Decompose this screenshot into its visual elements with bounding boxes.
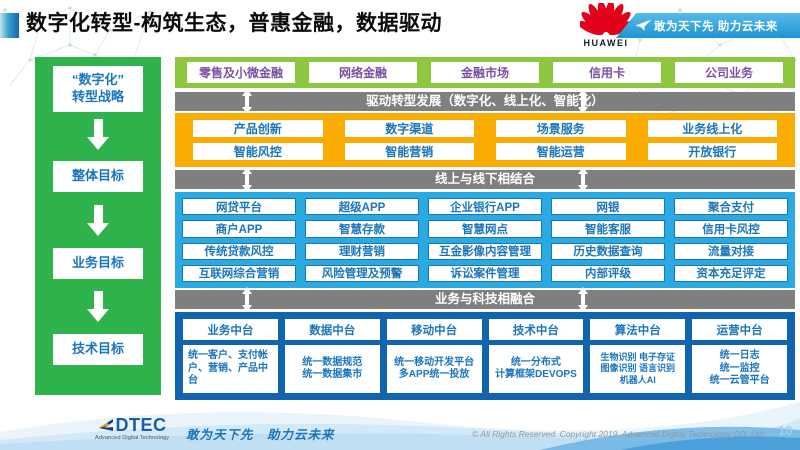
business-line-box: 信用卡 (553, 62, 661, 83)
down-arrow-icon (87, 119, 109, 150)
flow-step-strategy: “数字化” 转型战略 (53, 66, 143, 112)
diagram-main: 零售及小微金融 网络金融 金融市场 信用卡 公司业务 驱动转型发展（数字化、线上… (175, 57, 795, 400)
application-box: 互金影像内容管理 (428, 242, 542, 260)
section-bar-label: 驱动转型发展（数字化、线上化、智能化） (366, 94, 604, 108)
platform-column: 技术中台 统一分布式 计算框架DEVOPS (488, 319, 584, 393)
platform-grid: 业务中台 统一客户、支付帐户、营销、产品中台 数据中台 统一数据规范 统一数据集… (175, 312, 795, 400)
capability-box: 智能风控 (193, 143, 323, 160)
platform-detail: 统一分布式 计算框架DEVOPS (488, 345, 584, 393)
updown-arrow-icon (578, 167, 588, 192)
wave-decoration (0, 402, 800, 450)
application-box: 风险管理及预警 (305, 264, 419, 282)
capability-box: 产品创新 (193, 120, 323, 137)
application-box: 资本充足评定 (674, 264, 788, 282)
application-box: 网银 (551, 198, 665, 216)
platform-detail: 生物识别 电子存证 图像识别 语言识别 机器人AI (590, 345, 686, 393)
updown-arrow-icon (242, 89, 252, 114)
platform-title: 算法中台 (590, 319, 686, 340)
page-title: 数字化转型-构筑生态，普惠金融，数据驱动 (26, 12, 442, 35)
platform-column: 移动中台 统一移动开发平台 多APP统一投放 (386, 319, 482, 393)
section-bar-label: 线上与线下相结合 (434, 172, 535, 186)
application-box: 内部评级 (551, 264, 665, 282)
platform-column: 业务中台 统一客户、支付帐户、营销、产品中台 (183, 319, 278, 393)
platform-title: 技术中台 (488, 319, 584, 340)
adtec-logo: DTEC Advanced Digital Technology (86, 415, 178, 441)
application-box: 互联网综合营销 (182, 264, 296, 282)
application-box: 智慧网点 (428, 220, 542, 238)
section-bar-label: 业务与科技相融合 (434, 292, 535, 306)
adtec-wordmark: DTEC (115, 415, 167, 435)
application-box: 智慧存款 (305, 220, 419, 238)
application-box: 流量对接 (674, 242, 788, 260)
application-box: 聚合支付 (674, 198, 788, 216)
capability-box: 智能营销 (344, 143, 474, 160)
application-box: 企业银行APP (428, 198, 542, 216)
platform-title: 运营中台 (692, 319, 787, 340)
business-line-box: 零售及小微金融 (187, 62, 295, 83)
application-box: 商户APP (182, 220, 296, 238)
capability-box: 数字渠道 (344, 120, 474, 137)
platform-title: 业务中台 (183, 319, 278, 340)
capability-grid: 产品创新 数字渠道 场景服务 业务线上化 智能风控 智能营销 智能运营 开放银行 (175, 113, 795, 167)
paper-plane-icon (635, 19, 652, 31)
business-line-box: 金融市场 (431, 62, 539, 83)
section-bar-online-offline: 线上与线下相结合 (175, 167, 795, 192)
business-lines-row: 零售及小微金融 网络金融 金融市场 信用卡 公司业务 (175, 57, 795, 88)
page-number: 10 (778, 423, 793, 438)
updown-arrow-icon (578, 89, 588, 114)
updown-arrow-icon (242, 167, 252, 192)
application-box: 网贷平台 (182, 198, 296, 216)
platform-detail: 统一日志 统一监控 统一云管平台 (692, 345, 787, 393)
capability-box: 业务线上化 (647, 120, 777, 137)
flow-step-tech-goal: 技术目标 (53, 334, 143, 365)
capability-box: 开放银行 (647, 143, 777, 160)
application-box: 传统贷款风控 (182, 242, 296, 260)
huawei-flower-icon (577, 0, 635, 36)
section-bar-drive: 驱动转型发展（数字化、线上化、智能化） (175, 89, 795, 114)
updown-arrow-icon (578, 287, 588, 312)
application-box: 诉讼案件管理 (428, 264, 542, 282)
application-box: 信用卡风控 (674, 220, 788, 238)
business-line-box: 公司业务 (675, 62, 783, 83)
title-accent (0, 13, 19, 38)
strategy-panel: “数字化” 转型战略 整体目标 业务目标 技术目标 (35, 57, 161, 395)
down-arrow-icon (87, 291, 109, 322)
application-box: 超级APP (305, 198, 419, 216)
updown-arrow-icon (242, 287, 252, 312)
flow-step-overall-goal: 整体目标 (53, 161, 143, 192)
banner-slogan: 敢为天下先 助力云未来 (654, 20, 778, 33)
platform-title: 移动中台 (386, 319, 482, 340)
platform-detail: 统一数据规范 统一数据集市 (284, 345, 380, 393)
capability-box: 场景服务 (496, 120, 626, 137)
adtec-subtitle: Advanced Digital Technology (94, 435, 170, 441)
business-line-box: 网络金融 (309, 62, 417, 83)
platform-detail: 统一客户、支付帐户、营销、产品中台 (183, 345, 278, 393)
platform-title: 数据中台 (284, 319, 380, 340)
flow-step-business-goal: 业务目标 (53, 248, 143, 279)
header-banner: 敢为天下先 助力云未来 (616, 13, 800, 38)
capability-box: 智能运营 (496, 143, 626, 160)
adtec-arrow-icon (98, 418, 113, 431)
platform-detail: 统一移动开发平台 多APP统一投放 (386, 345, 482, 393)
copyright-text: © All Rights Reserved. Copyright 2019. A… (472, 429, 763, 439)
down-arrow-icon (87, 205, 109, 236)
platform-column: 数据中台 统一数据规范 统一数据集市 (284, 319, 380, 393)
platform-column: 运营中台 统一日志 统一监控 统一云管平台 (692, 319, 787, 393)
footer-slogan: 敢为天下先 助力云未来 (186, 428, 335, 442)
platform-column: 算法中台 生物识别 电子存证 图像识别 语言识别 机器人AI (590, 319, 686, 393)
section-bar-biz-tech: 业务与科技相融合 (175, 287, 795, 312)
application-box: 历史数据查询 (551, 242, 665, 260)
huawei-wordmark: HUAWEI (583, 38, 629, 48)
application-box: 理财营销 (305, 242, 419, 260)
application-grid: 网贷平台 超级APP 企业银行APP 网银 聚合支付 商户APP 智慧存款 智慧… (175, 192, 795, 288)
application-box: 智能客服 (551, 220, 665, 238)
huawei-logo: HUAWEI (577, 0, 635, 48)
